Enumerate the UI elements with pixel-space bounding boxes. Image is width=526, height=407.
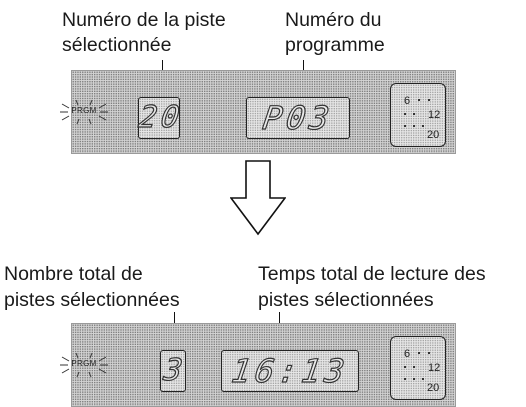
calendar-dot [422,125,424,127]
calendar-number-12: 12 [428,362,441,374]
prgm-indicator: PRGM [60,351,108,379]
calendar-dot [404,113,406,115]
calendar-dot [418,99,420,101]
calendar-dot [404,125,406,127]
total-time-display: 16:13 [221,350,359,392]
calendar-dot [413,125,415,127]
total-tracks-label-line2: pistes sélectionnées [4,289,180,311]
calendar-number-20: 20 [427,382,440,394]
selected-track-label-line2: sélectionnée [62,34,172,56]
track-number-value: 20 [136,99,186,135]
down-arrow-icon [230,160,286,236]
track-calendar-grid: 6 12 20 [390,83,446,147]
prgm-flash-icon [60,99,108,125]
program-number-display: P03 [246,97,350,139]
program-number-label-line1: Numéro du [285,9,382,31]
track-calendar-grid: 6 12 20 [390,336,446,400]
calendar-dot [413,113,415,115]
calendar-dot [418,352,420,354]
calendar-dot [404,366,406,368]
bottom-display-panel: PRGM 3 16:13 6 12 20 [60,323,456,407]
total-time-label-line1: Temps total de lecture des [258,263,486,285]
calendar-number-12: 12 [428,109,441,121]
calendar-dot [428,99,430,101]
total-tracks-display: 3 [160,350,186,392]
program-number-value: P03 [260,98,336,137]
program-number-label-line2: programme [285,34,385,56]
calendar-dot [422,378,424,380]
selected-track-label-line1: Numéro de la piste [62,9,226,31]
prgm-indicator: PRGM [60,98,108,126]
prgm-indicator-text: PRGM [71,106,97,115]
calendar-number-6: 6 [404,95,411,107]
prgm-indicator-text: PRGM [71,359,97,368]
calendar-dot [404,378,406,380]
calendar-dot [413,366,415,368]
total-time-value: 16:13 [229,351,352,390]
calendar-number-6: 6 [404,348,411,360]
calendar-dot [413,378,415,380]
total-tracks-label-line1: Nombre total de [4,263,143,285]
total-time-label-line2: pistes sélectionnées [258,289,434,311]
top-display-panel: PRGM 20 P03 6 12 20 [60,70,456,154]
total-tracks-value: 3 [161,352,185,388]
track-number-display: 20 [136,97,186,139]
calendar-number-20: 20 [427,129,440,141]
calendar-dot [428,352,430,354]
prgm-flash-icon [60,352,108,378]
